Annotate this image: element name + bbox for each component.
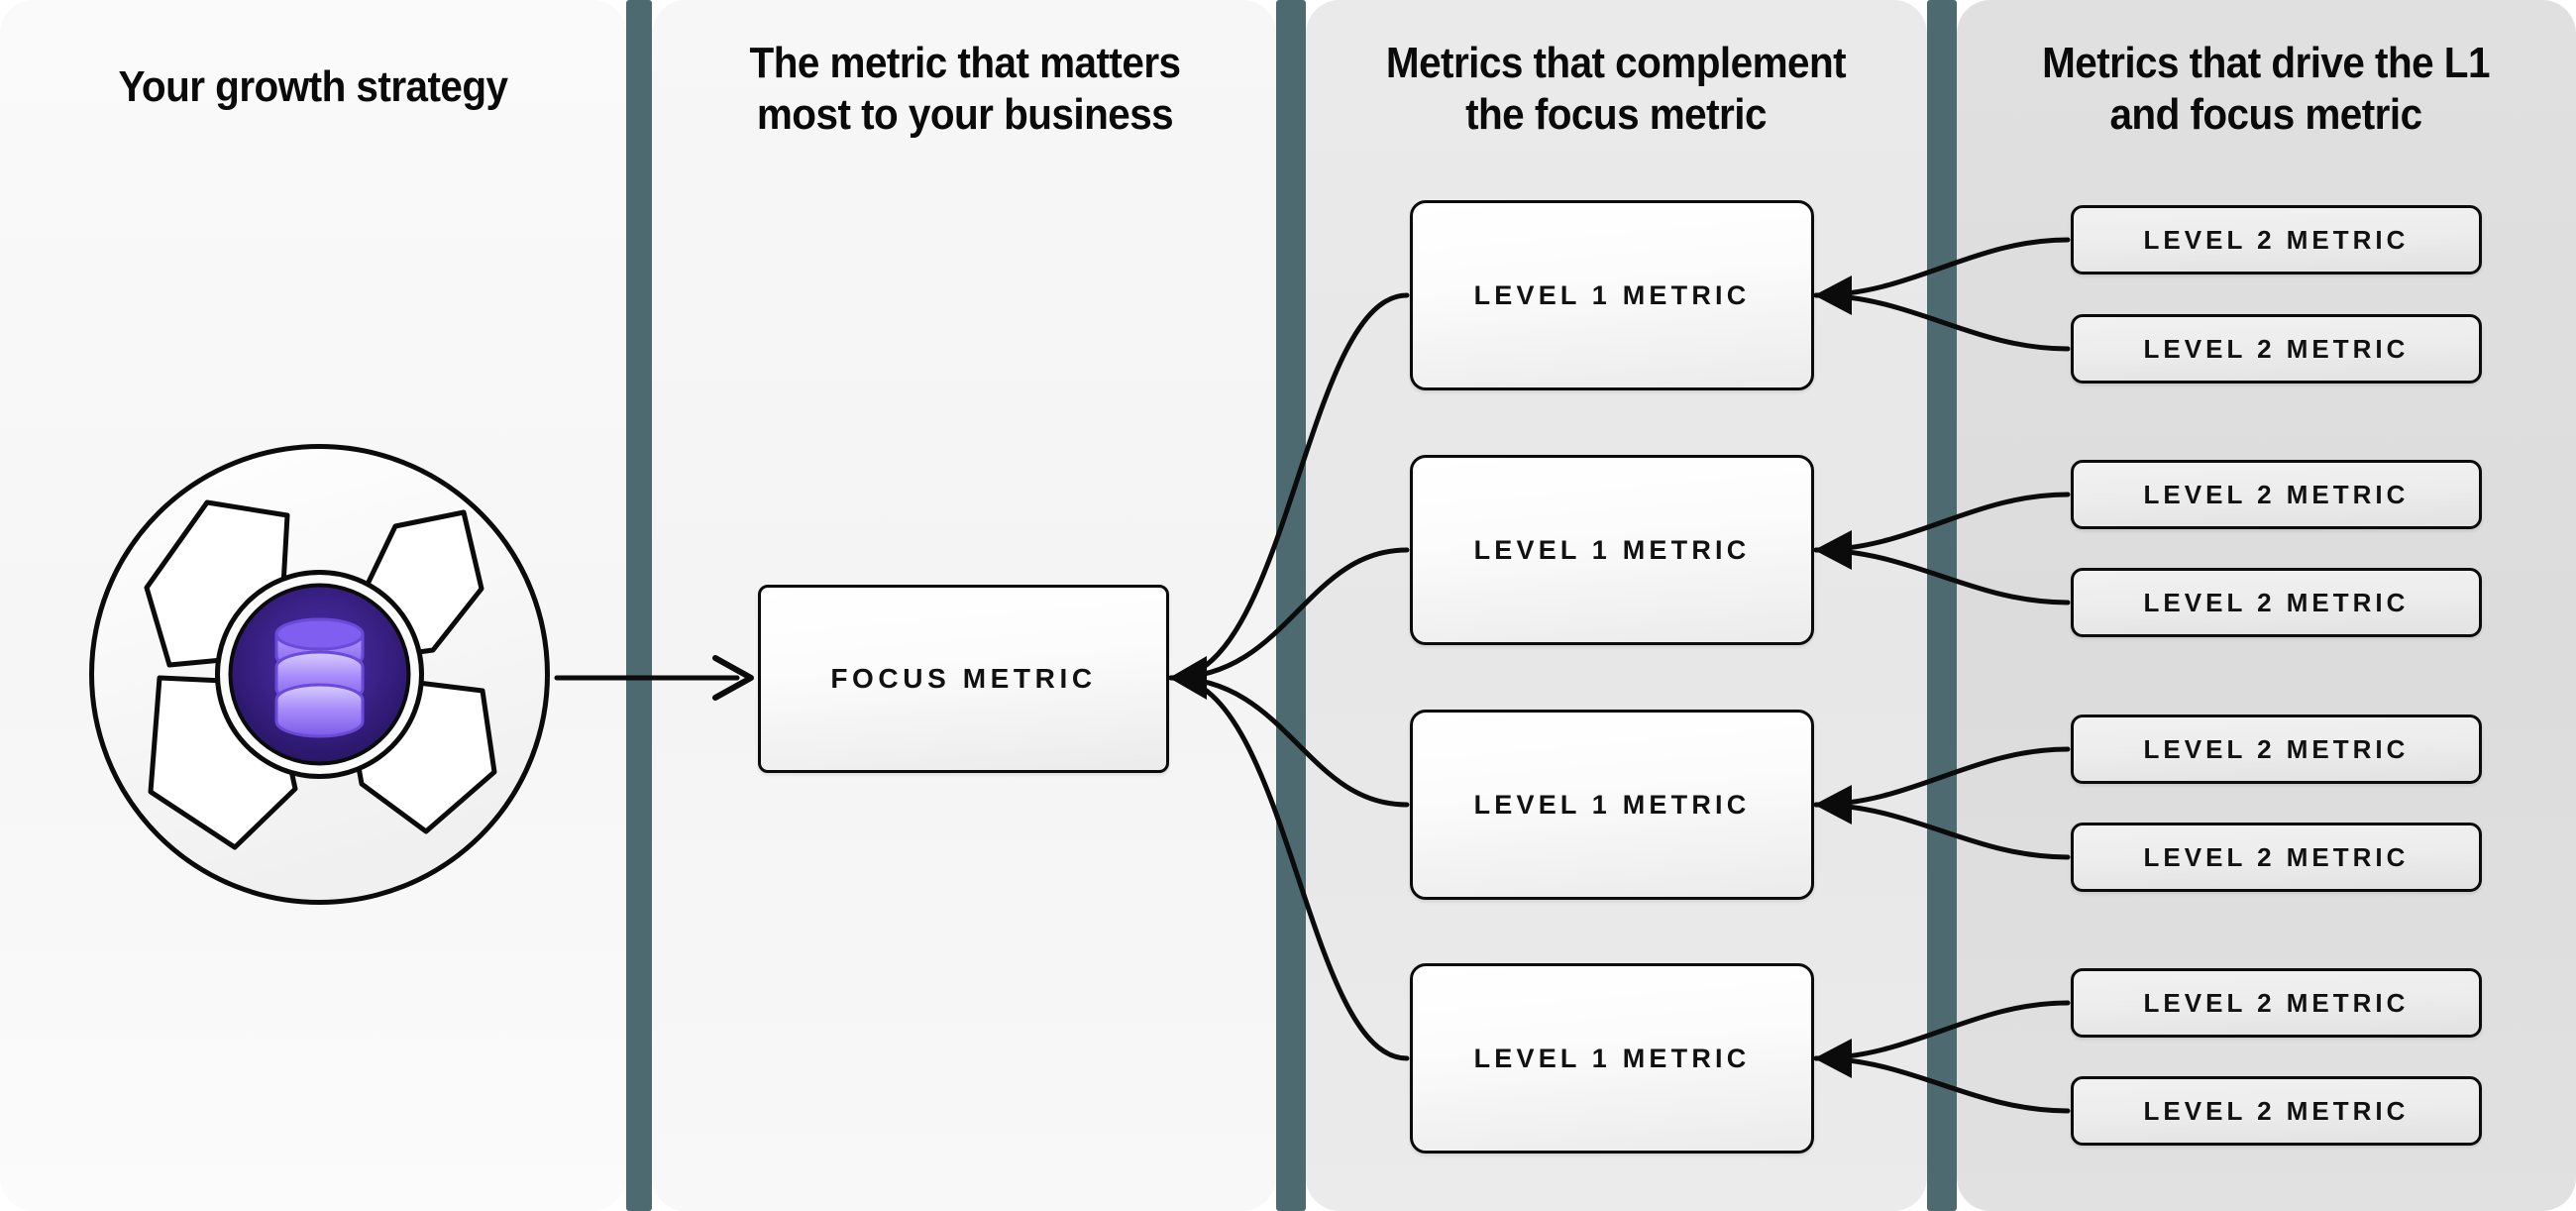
level-1-metric-label: LEVEL 1 METRIC [1473,279,1751,310]
level-1-metric-label: LEVEL 1 METRIC [1473,1043,1751,1073]
level-1-metric-label: LEVEL 1 METRIC [1473,789,1751,820]
column-divider-2 [1276,0,1306,1211]
level-2-metric-node[interactable]: LEVEL 2 METRIC [2071,460,2482,529]
level-2-metric-node[interactable]: LEVEL 2 METRIC [2071,205,2482,275]
level-1-metric-node[interactable]: LEVEL 1 METRIC [1410,455,1814,645]
level-2-metric-label: LEVEL 2 METRIC [2143,587,2410,617]
level-2-metric-label: LEVEL 2 METRIC [2143,333,2410,364]
level-2-metric-node[interactable]: LEVEL 2 METRIC [2071,715,2482,784]
level-1-metric-node[interactable]: LEVEL 1 METRIC [1410,963,1814,1154]
level-2-metric-node[interactable]: LEVEL 2 METRIC [2071,568,2482,637]
focus-metric-label: FOCUS METRIC [830,663,1097,694]
column-divider-3 [1927,0,1957,1211]
level-1-metric-node[interactable]: LEVEL 1 METRIC [1410,200,1814,390]
level-1-metric-node[interactable]: LEVEL 1 METRIC [1410,710,1814,900]
aperture-database-logo [84,439,555,910]
column-title-strategy: Your growth strategy [118,62,508,111]
level-2-metric-label: LEVEL 2 METRIC [2143,224,2410,255]
level-2-metric-node[interactable]: LEVEL 2 METRIC [2071,968,2482,1038]
level-2-metric-label: LEVEL 2 METRIC [2143,987,2410,1018]
focus-metric-node[interactable]: FOCUS METRIC [758,585,1169,773]
level-2-metric-label: LEVEL 2 METRIC [2143,733,2410,764]
level-2-metric-node[interactable]: LEVEL 2 METRIC [2071,314,2482,384]
level-2-metric-label: LEVEL 2 METRIC [2143,841,2410,872]
level-2-metric-label: LEVEL 2 METRIC [2143,479,2410,509]
level-2-metric-node[interactable]: LEVEL 2 METRIC [2071,823,2482,892]
level-2-metric-label: LEVEL 2 METRIC [2143,1095,2410,1126]
level-1-metric-label: LEVEL 1 METRIC [1473,534,1751,565]
column-divider-1 [626,0,652,1211]
level-2-metric-node[interactable]: LEVEL 2 METRIC [2071,1076,2482,1146]
